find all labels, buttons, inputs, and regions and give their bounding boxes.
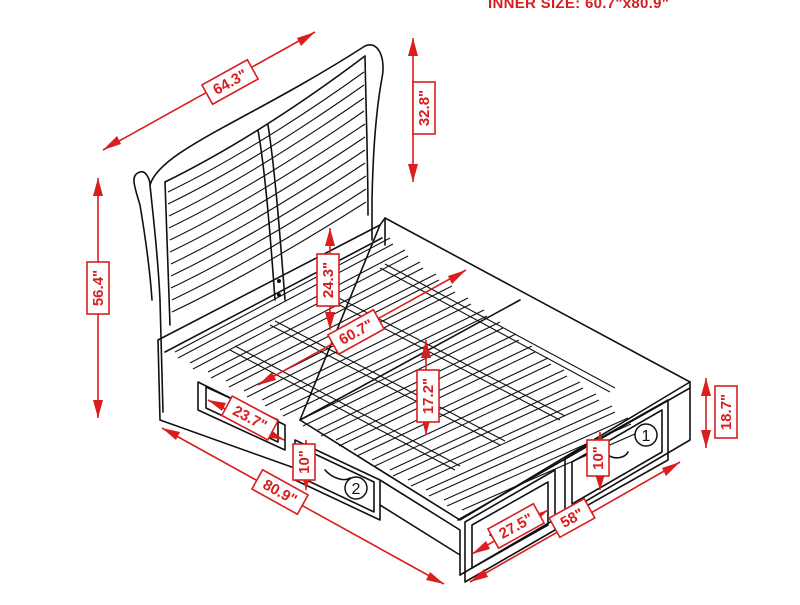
dim-inner-depth: 17.2" [416, 340, 440, 435]
slats [174, 237, 645, 511]
dim-side-drawer-height: 10" [292, 440, 316, 490]
dim-overall-height: 56.4" [86, 178, 110, 418]
dim-front-drawer-height: 10" [586, 432, 610, 490]
inner-size-value: 60.7"x80.9" [584, 0, 670, 12]
inner-size-heading: INNER SIZE: 60.7"x80.9" [488, 0, 669, 12]
dimension-lines: 64.3" 32.8" 56.4" [86, 31, 738, 585]
drawer-1-marker: 1 [634, 423, 658, 447]
dim-headboard-top-height: 32.8" [408, 38, 436, 182]
label-footboard-height: 18.7" [718, 394, 735, 430]
drawer-2-marker: 2 [344, 476, 368, 500]
label-front-drawer-height: 10" [590, 446, 607, 470]
dim-headboard-width: 64.3" [102, 31, 316, 151]
label-headboard-top-height: 32.8" [416, 90, 433, 126]
dim-footboard-height: 18.7" [701, 378, 738, 448]
left-side-rail [157, 224, 383, 471]
label-side-drawer-height: 10" [296, 450, 313, 474]
dim-side-drawer-width: 23.7" [207, 394, 285, 442]
dim-footboard-width: 58" [469, 461, 681, 583]
inner-size-label: INNER SIZE: [488, 0, 585, 12]
drawer-2-number: 2 [352, 481, 361, 498]
dim-rail-height: 24.3" [316, 228, 340, 330]
label-overall-height: 56.4" [90, 270, 107, 306]
headboard [133, 44, 384, 413]
bed-line-art [133, 44, 691, 583]
label-rail-height: 24.3" [320, 262, 337, 298]
label-inner-depth: 17.2" [420, 378, 437, 414]
drawer-1-number: 1 [642, 428, 651, 445]
